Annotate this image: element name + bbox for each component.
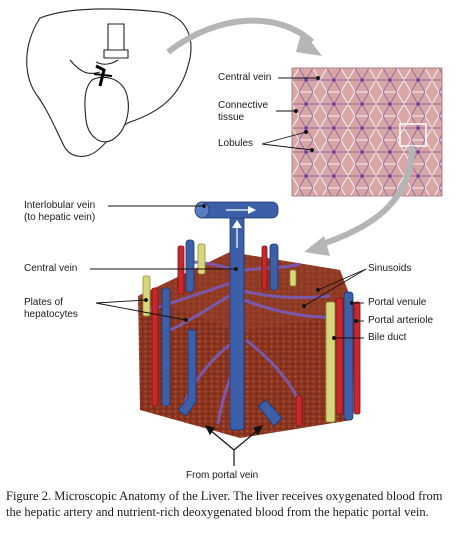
zoom-arrow-top bbox=[166, 17, 322, 56]
portal-arteriole-label: Portal arteriole bbox=[368, 315, 434, 326]
portal-inflow-arrows bbox=[204, 425, 264, 466]
interlobular-vein-label-line1: Interlobular vein bbox=[24, 200, 96, 211]
lobules-label: Lobules bbox=[218, 138, 254, 149]
central-vein-label-block: Central vein bbox=[24, 263, 78, 274]
interlobular-vein-label-line2: (to hepatic vein) bbox=[24, 212, 96, 223]
from-portal-vein-label: From portal vein bbox=[186, 470, 259, 481]
connective-tissue-label-line1: Connective bbox=[218, 100, 269, 111]
leader-lines bbox=[90, 76, 367, 340]
portal-venule-label: Portal venule bbox=[368, 297, 427, 308]
plates-of-hepatocytes-label-line1: Plates of bbox=[24, 297, 63, 308]
connective-tissue-label-line2: tissue bbox=[218, 112, 245, 123]
liver-vessel-highlight bbox=[93, 64, 113, 87]
lobule-field bbox=[291, 67, 443, 197]
central-vein-label-top: Central vein bbox=[218, 72, 272, 83]
zoom-arrow-bottom bbox=[304, 145, 415, 256]
lobule-block bbox=[138, 201, 361, 438]
plates-of-hepatocytes-label-line2: hepatocytes bbox=[24, 309, 78, 320]
liver-outline-drawing bbox=[26, 8, 192, 157]
bile-duct-label: Bile duct bbox=[368, 332, 407, 343]
sinusoids-label: Sinusoids bbox=[368, 263, 412, 274]
figure-caption: Figure 2. Microscopic Anatomy of the Liv… bbox=[6, 489, 443, 519]
